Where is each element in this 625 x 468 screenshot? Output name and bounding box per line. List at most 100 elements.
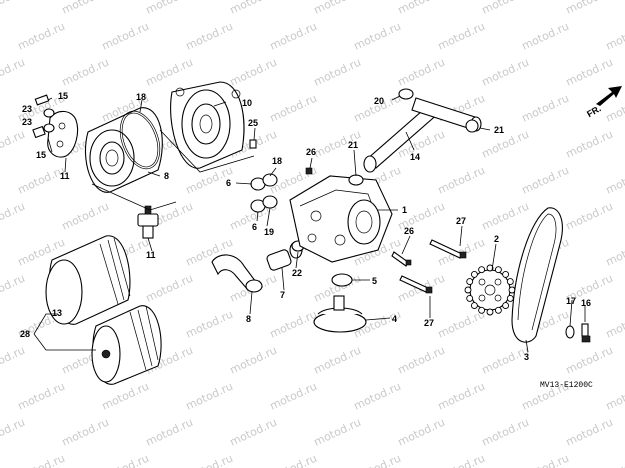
callout-4: 4 — [392, 314, 397, 324]
watermark-text: motod.ru — [436, 20, 487, 53]
callout-8: 8 — [246, 314, 251, 324]
sprocket-tooth — [470, 302, 478, 310]
watermark-text: motod.ru — [396, 56, 447, 89]
watermark-text: motod.ru — [564, 200, 615, 233]
callout-6a: 6 — [226, 178, 231, 188]
watermark-text: motod.ru — [268, 20, 319, 53]
o-ring-21-right — [465, 119, 479, 133]
watermark-text: motod.ru — [564, 344, 615, 377]
callout-18b: 19 — [264, 227, 274, 237]
watermark-text: motod.ru — [16, 380, 67, 413]
watermark-text: motod.ru — [396, 416, 447, 449]
callout-24: 26 — [306, 147, 316, 157]
washer-part — [565, 325, 575, 339]
filter-case-part — [170, 81, 245, 169]
watermark-text: motod.ru — [436, 164, 487, 197]
sprocket-tooth — [502, 302, 510, 310]
watermark-text: motod.ru — [352, 452, 403, 468]
watermark-text: motod.ru — [564, 56, 615, 89]
watermark-text: motod.ru — [396, 344, 447, 377]
callout-12: 11 — [60, 171, 70, 181]
watermark-text: motod.ru — [312, 416, 363, 449]
dowel-pin — [305, 167, 313, 175]
watermark-text: motod.ru — [60, 200, 111, 233]
sprocket-tooth — [506, 294, 514, 302]
callout-16: 16 — [581, 298, 591, 308]
watermark-text: motod.ru — [0, 200, 27, 233]
watermark-text: motod.ru — [268, 308, 319, 341]
watermark-text: motod.ru — [228, 344, 279, 377]
callout-28: 28 — [20, 329, 30, 339]
watermark-text: motod.ru — [312, 344, 363, 377]
callout-14: 14 — [410, 152, 420, 162]
watermark-text: motod.ru — [100, 452, 151, 468]
sprocket-tooth — [502, 270, 510, 278]
watermark-text: motod.ru — [480, 128, 531, 161]
watermark-text: motod.ru — [16, 20, 67, 53]
watermark-text: motod.ru — [184, 308, 235, 341]
callout-11: 11 — [146, 250, 156, 260]
watermark-text: motod.ru — [0, 272, 27, 305]
oil-cooler-housing-part — [84, 107, 163, 193]
callout-9: 8 — [164, 171, 169, 181]
callout-labels: 15 23 23 15 11 18 10 25 8 11 6 18 6 19 2… — [20, 91, 591, 362]
oil-strainer-part — [313, 295, 367, 333]
watermark-text: motod.ru — [604, 452, 625, 468]
watermark-text: motod.ru — [144, 56, 195, 89]
callout-20: 22 — [292, 268, 302, 278]
callout-15b: 15 — [36, 150, 46, 160]
watermark-text: motod.ru — [0, 344, 27, 377]
sprocket-tooth — [478, 266, 486, 274]
sprocket-tooth — [464, 286, 472, 294]
watermark-text: motod.ru — [520, 20, 571, 53]
watermark-text: motod.ru — [352, 380, 403, 413]
callout-18a: 18 — [272, 156, 282, 166]
leader-lines — [33, 95, 586, 353]
watermark-text: motod.ru — [268, 380, 319, 413]
watermark-text: motod.ru — [604, 308, 625, 341]
callout-6b: 6 — [252, 222, 257, 232]
callout-1: 1 — [402, 205, 407, 215]
seal-part — [331, 273, 353, 287]
callout-23a: 23 — [22, 104, 32, 114]
watermark-text: motod.ru — [564, 128, 615, 161]
watermark-text: motod.ru — [564, 0, 615, 17]
watermark-text: motod.ru — [100, 20, 151, 53]
watermark-text: motod.ru — [100, 380, 151, 413]
callout-26: 26 — [404, 226, 414, 236]
drive-chain-part — [511, 207, 563, 343]
bolts-right — [391, 239, 467, 294]
watermark-text: motod.ru — [60, 0, 111, 17]
watermark-text: motod.ru — [0, 128, 27, 161]
watermark-text: motod.ru — [564, 416, 615, 449]
gasket-plate-part — [47, 110, 79, 158]
bolt-16-part — [581, 323, 591, 343]
sprocket-tooth — [486, 308, 494, 316]
o-rings-stack — [250, 173, 278, 213]
watermark-text: motod.ru — [604, 164, 625, 197]
watermark-text: motod.ru — [60, 416, 111, 449]
watermark-text: motod.ru — [16, 452, 67, 468]
callout-17: 17 — [566, 296, 576, 306]
sprocket-tooth — [494, 306, 502, 314]
watermark-text: motod.ru — [228, 56, 279, 89]
o-ring-22 — [348, 174, 364, 186]
sprocket-tooth — [470, 270, 478, 278]
watermark-text: motod.ru — [184, 20, 235, 53]
watermark-text: motod.ru — [268, 452, 319, 468]
oil-filter-part — [45, 235, 131, 325]
o-ring-21-top — [398, 88, 414, 100]
callout-23b: 23 — [22, 117, 32, 127]
watermark-text: motod.ru — [480, 0, 531, 17]
callout-27a: 27 — [456, 216, 466, 226]
watermark-text: motod.ru — [436, 452, 487, 468]
callout-3: 3 — [524, 352, 529, 362]
watermark-text: motod.ru — [0, 0, 27, 17]
sprocket-tooth — [494, 266, 502, 274]
front-arrow-icon — [596, 86, 622, 106]
watermark-text: motod.ru — [436, 380, 487, 413]
watermark-text: motod.ru — [604, 20, 625, 53]
watermark-text: motod.ru — [144, 0, 195, 17]
watermark-text: motod.ru — [520, 452, 571, 468]
